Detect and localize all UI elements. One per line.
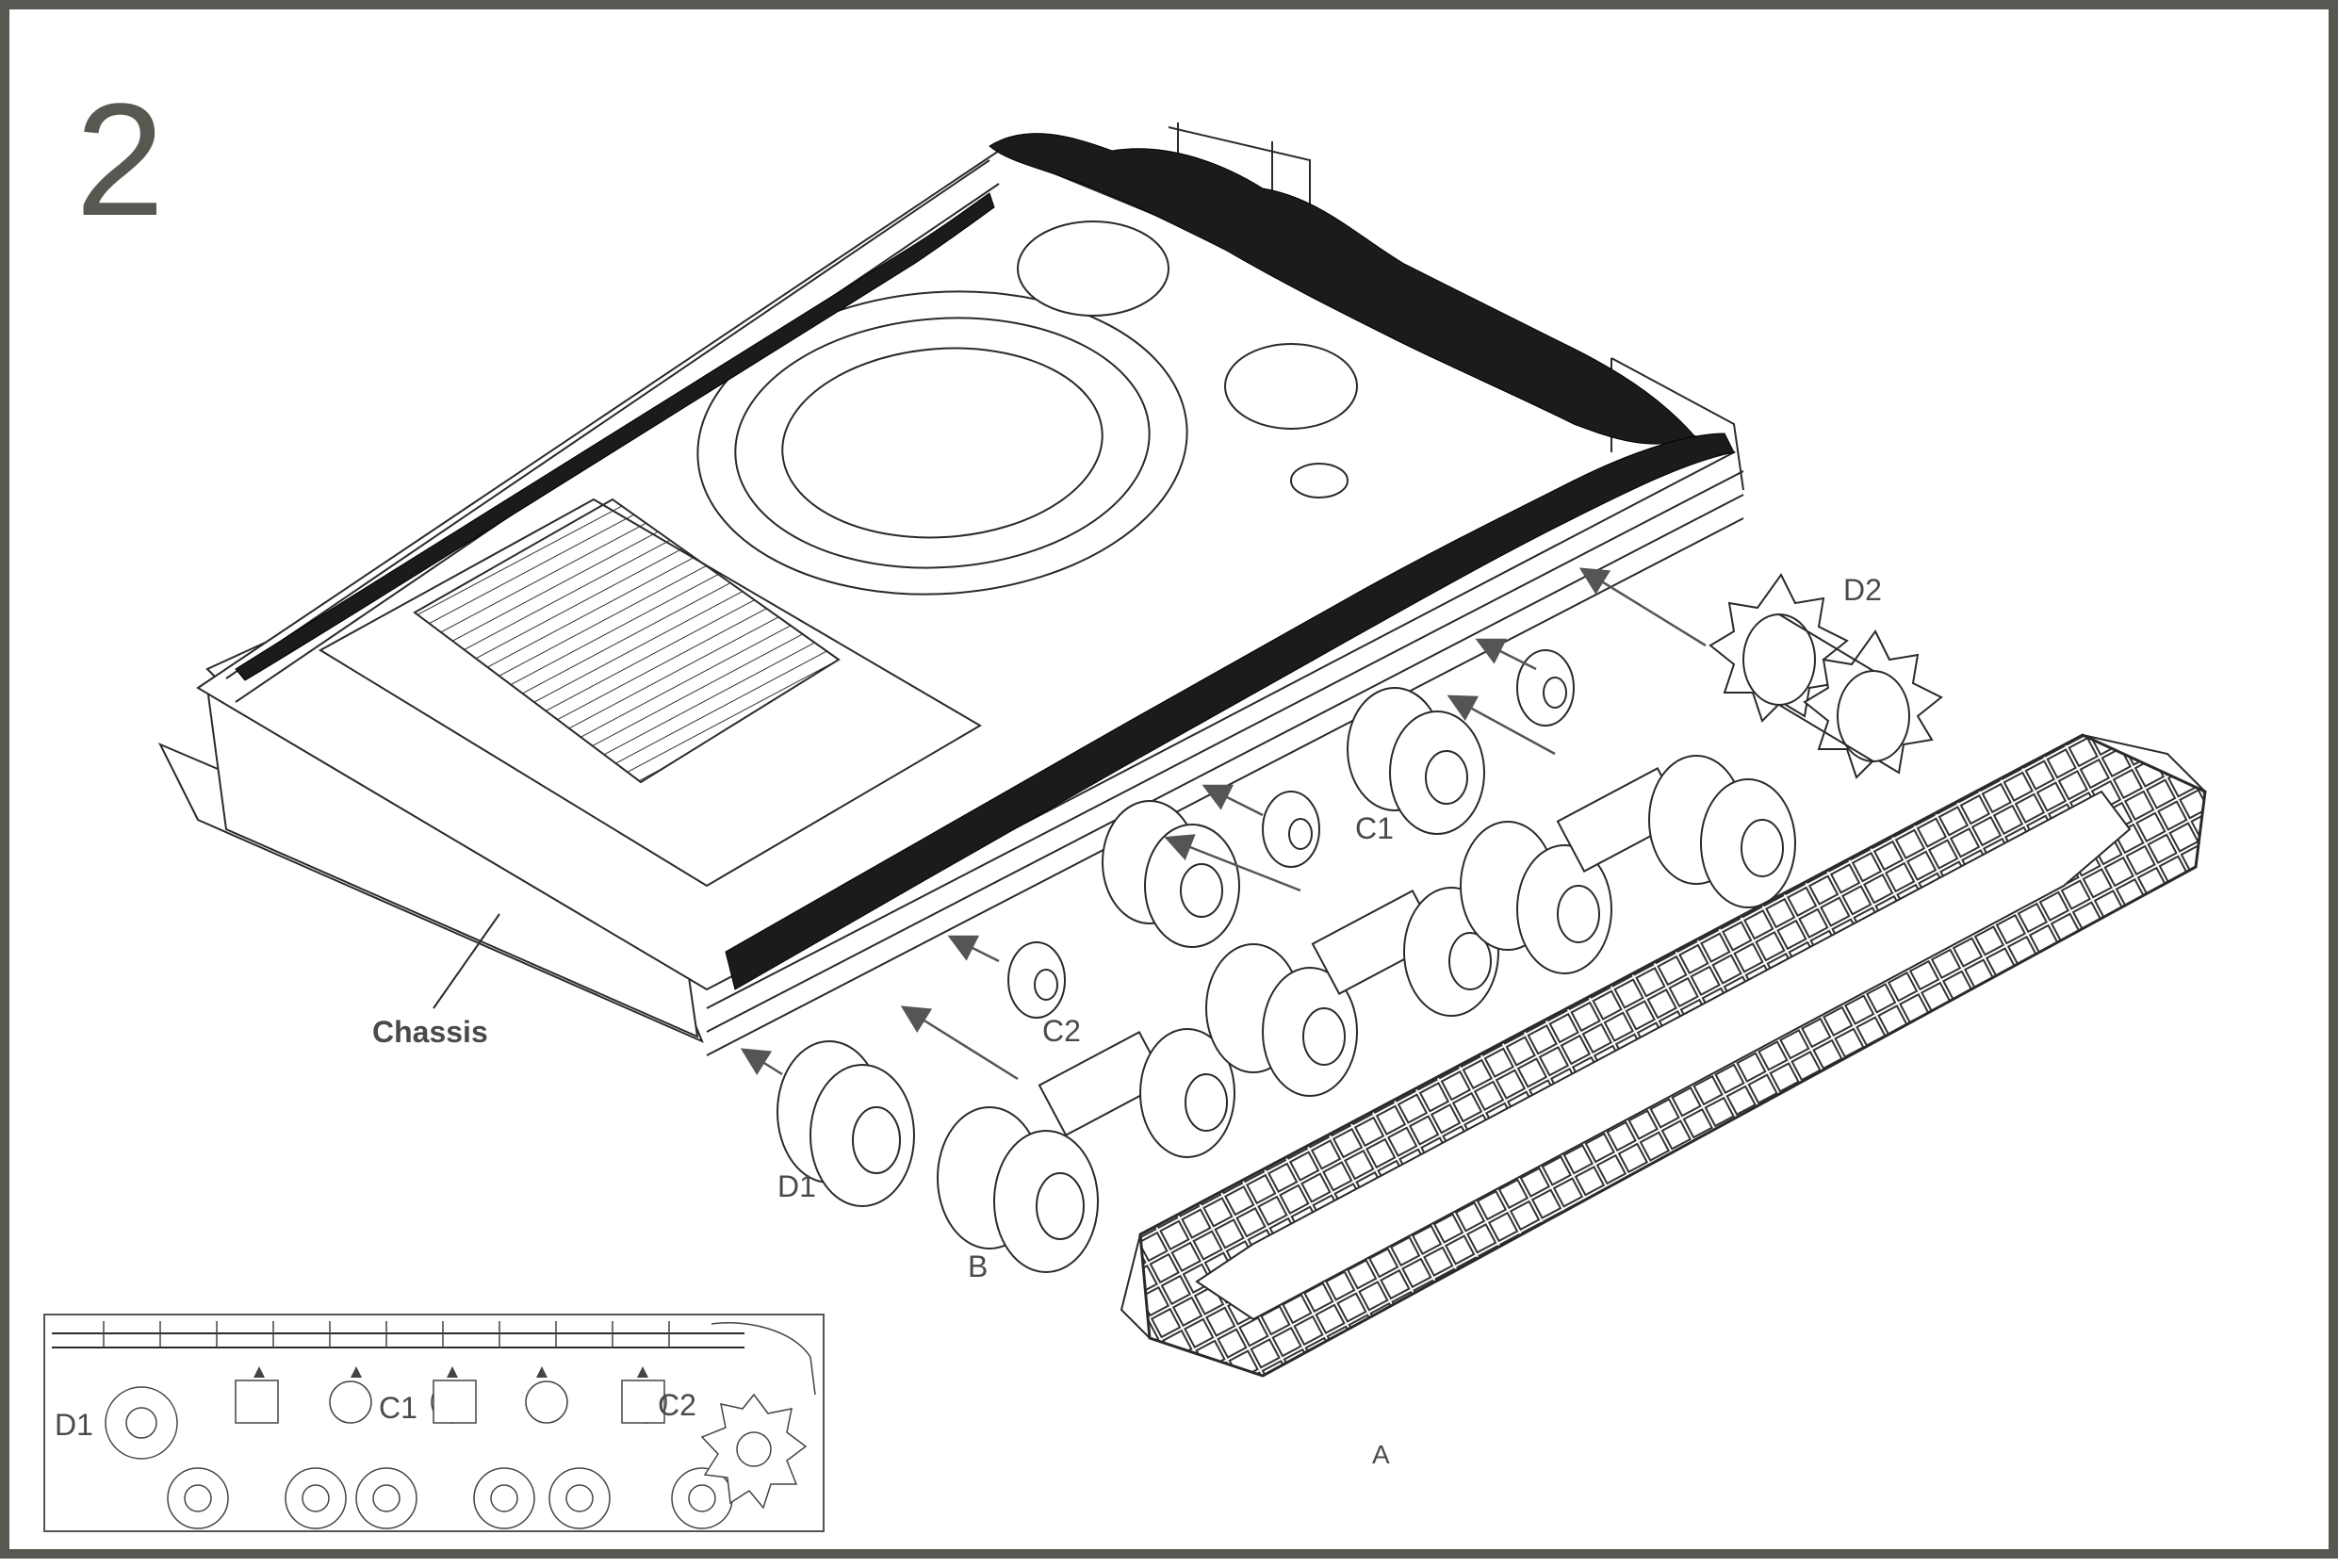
bogie-rear (1460, 755, 1796, 974)
label-d2: D2 (1843, 573, 1882, 607)
wheel-c1 (1262, 649, 1575, 868)
inset-label-c1: C1 (379, 1391, 417, 1425)
bogie-front (1038, 1028, 1235, 1158)
wheel-b (937, 1106, 1099, 1273)
wheel-c2 (1007, 800, 1240, 1019)
side-view-inset: D1 C1 C2 (43, 1314, 825, 1532)
step-number: 2 (75, 71, 165, 250)
assembly-arrows (433, 567, 1707, 1081)
label-d1: D1 (777, 1169, 816, 1203)
label-chassis: Chassis (372, 1015, 488, 1049)
label-b: B (968, 1250, 988, 1283)
assembly-drawing: 2 (43, 71, 2207, 1532)
drive-sprocket (1709, 573, 1943, 779)
bogie-middle (1205, 887, 1499, 1097)
sandbags (235, 133, 1735, 990)
engine-grill (413, 498, 841, 784)
track (1120, 733, 2207, 1378)
chassis-hull (157, 122, 1744, 1056)
label-c1: C1 (1355, 811, 1394, 845)
inset-label-d1: D1 (55, 1408, 93, 1442)
road-wheels (777, 649, 1796, 1273)
label-c2: C2 (1042, 1014, 1081, 1048)
wheel-d1 (777, 1040, 915, 1207)
label-a: A (1372, 1440, 1390, 1469)
inset-label-c2: C2 (658, 1388, 696, 1422)
